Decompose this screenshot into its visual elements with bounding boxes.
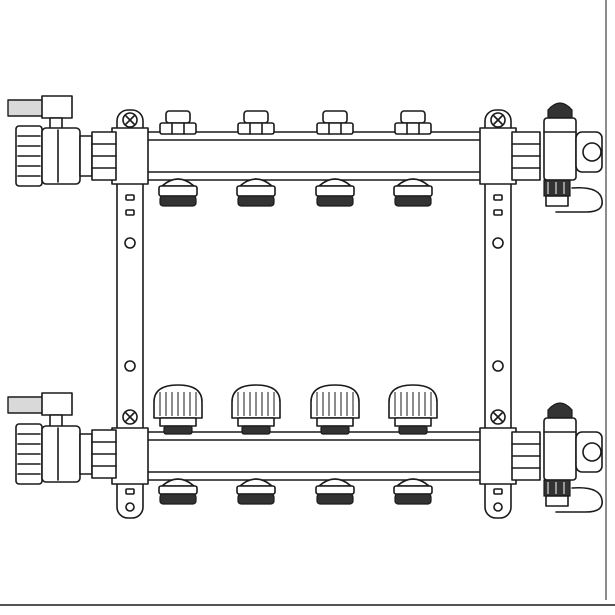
flow-meter-bottom [231, 384, 281, 435]
outlet-connector-bottom [315, 478, 355, 505]
air-vent-drain-valve-top [511, 102, 603, 213]
flow-meter-bottom [388, 384, 438, 435]
manifold-bar-top [129, 131, 501, 181]
flow-meter-bottom [153, 384, 203, 435]
air-vent-drain-valve-bottom [511, 402, 603, 513]
outlet-connector-top [158, 178, 198, 207]
outlet-connector-top [393, 178, 433, 207]
outlet-connector-top [315, 178, 355, 207]
flow-meter-bottom [310, 384, 360, 435]
ball-valve-bottom [7, 392, 117, 485]
outlet-connector-top [236, 178, 276, 207]
outlet-valve-top [237, 110, 275, 135]
ball-valve-top [7, 95, 117, 187]
mounting-bracket-left [111, 109, 149, 519]
outlet-valve-top [316, 110, 354, 135]
mounting-bracket-right [479, 109, 517, 519]
manifold-bar-bottom [129, 431, 501, 481]
outlet-valve-top [394, 110, 432, 135]
outlet-connector-bottom [236, 478, 276, 505]
outlet-connector-bottom [393, 478, 433, 505]
outlet-valve-top [159, 110, 197, 135]
outlet-connector-bottom [158, 478, 198, 505]
